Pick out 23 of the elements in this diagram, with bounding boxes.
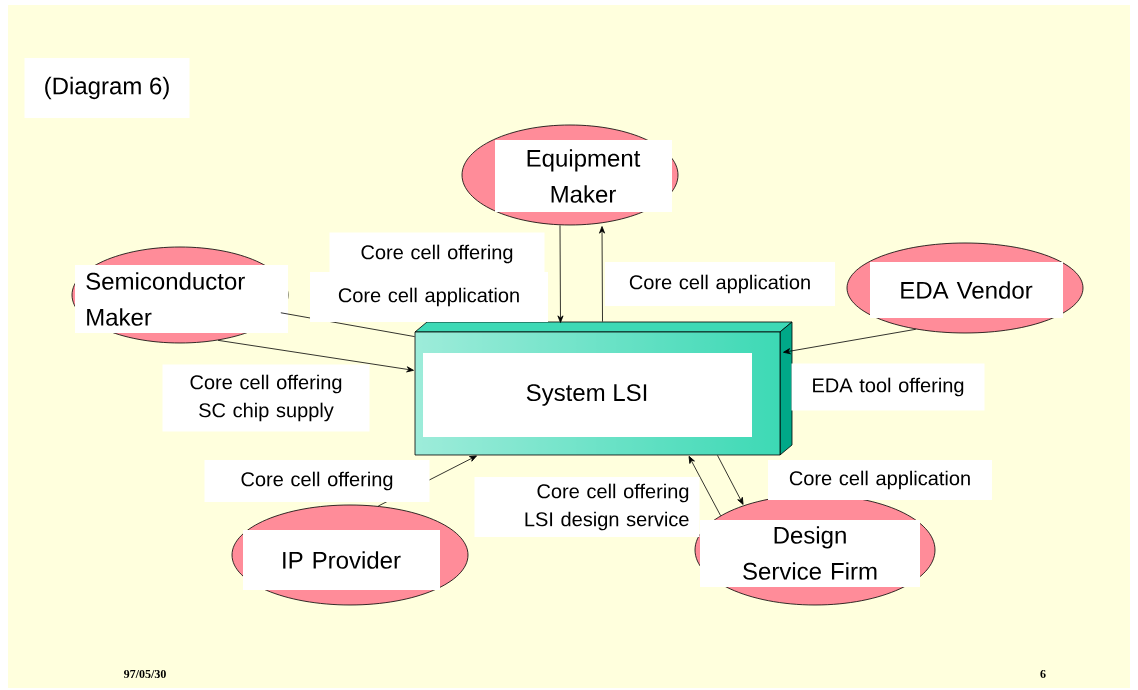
ellipse-node: IP Provider [231, 504, 469, 606]
edge-label: Core cell application [768, 460, 992, 500]
ellipse-node: Semiconductor Maker [71, 246, 289, 344]
title: (Diagram 6) [24, 58, 190, 118]
date-label: 97/05/30 [124, 669, 166, 679]
edge-label: Core cell application [310, 272, 548, 322]
arrow [783, 328, 917, 355]
box-node: System LSI [414, 321, 793, 456]
ellipse-node: Design Service Firm [694, 494, 936, 606]
edge-label: Core cell application [605, 262, 835, 306]
page-number: 6 [1040, 669, 1046, 678]
arrow [557, 225, 564, 323]
arrow [717, 455, 744, 505]
edge-label: Core cell offering [204, 460, 430, 502]
edge-label: Core cell offering LSI design service [474, 477, 700, 537]
ellipse-node: EDA Vendor [846, 242, 1084, 334]
edge-label: Core cell offering SC chip supply [162, 364, 370, 432]
edge-label: EDA tool offering [791, 363, 985, 411]
arrow [599, 226, 606, 322]
ellipse-node: Equipment Maker [461, 124, 679, 226]
arrow [217, 339, 414, 373]
arrow [688, 455, 721, 517]
edge-label: Core cell offering [329, 232, 545, 276]
